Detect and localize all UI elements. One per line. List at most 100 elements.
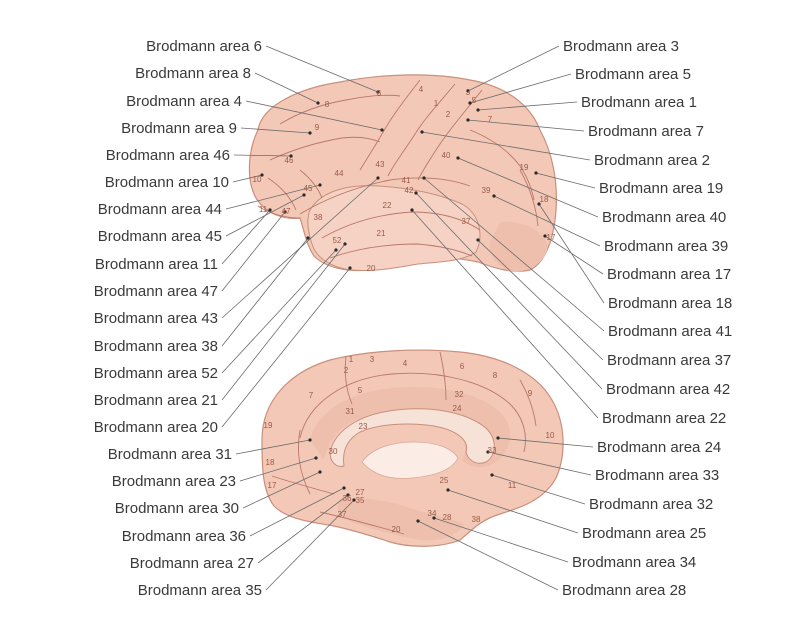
region-number: 18 [266,458,275,467]
inferior-frontal-sulcus [269,136,381,161]
leader-ba1 [477,101,578,111]
leader-ba22 [411,209,599,419]
dot-ba6 [376,90,380,94]
region-number: 36 [343,494,352,503]
region-number: 43 [376,160,385,169]
region-number: 47 [282,207,291,216]
dot-ba28 [416,519,420,523]
dot-ba9 [308,131,312,135]
leader-ba52 [221,249,337,374]
dot-ba22 [410,208,414,212]
collateral-sulcus [319,511,405,535]
label-ba23: Brodmann area 23 [112,473,236,490]
orbital-fold [257,205,301,219]
region-number: 4 [403,359,408,368]
temporal-lobe-shape [307,185,481,272]
leader-ba6 [265,45,379,93]
region-number: 44 [335,169,344,178]
leader-ba9 [240,127,311,134]
region-number: 10 [546,431,555,440]
leader-ba21 [221,243,346,401]
label-ba40: Brodmann area 40 [602,209,726,226]
region-number: 9 [528,389,533,398]
dot-ba37 [476,238,480,242]
leader-ba47 [221,211,286,292]
leader-ba32 [491,474,586,505]
dot-ba41 [422,176,426,180]
dot-ba11 [268,208,272,212]
label-ba25: Brodmann area 25 [582,525,706,542]
postcentral-sulcus [417,89,483,181]
dot-ba52 [334,248,338,252]
dot-ba30 [318,470,322,474]
leader-ba17 [544,235,604,275]
dot-ba45 [302,193,306,197]
region-number: 8 [493,371,498,380]
leader-ba38 [221,237,309,347]
leader-ba24 [497,437,594,448]
label-ba52: Brodmann area 52 [94,365,218,382]
region-number: 25 [440,476,449,485]
label-ba24: Brodmann area 24 [597,439,721,456]
region-number: 6 [377,89,382,98]
label-ba31: Brodmann area 31 [108,446,232,463]
region-number: 1 [434,99,439,108]
label-ba39: Brodmann area 39 [604,238,728,255]
dot-ba40 [456,156,460,160]
label-ba47: Brodmann area 47 [94,283,218,300]
intraparietal-sulcus [469,129,535,201]
leader-ba25 [447,489,579,534]
leader-ba5 [469,73,572,104]
dot-ba33 [486,450,490,454]
region-number: 33 [488,446,497,455]
dot-ba2 [420,130,424,134]
label-ba19: Brodmann area 19 [599,180,723,197]
label-ba2: Brodmann area 2 [594,152,710,169]
label-ba38: Brodmann area 38 [94,338,218,355]
region-number: 17 [268,481,277,490]
label-ba32: Brodmann area 32 [589,496,713,513]
leader-ba33 [487,451,592,476]
dot-ba10 [260,173,264,177]
label-ba10: Brodmann area 10 [105,174,229,191]
dot-ba42 [414,191,418,195]
dot-ba39 [492,194,496,198]
region-number: 7 [309,391,314,400]
leader-ba44 [225,184,321,210]
label-ba22: Brodmann area 22 [602,410,726,427]
lateral-fissure [299,177,471,215]
leader-ba36 [249,487,345,537]
region-number: 2 [446,110,451,119]
leader-ba2 [421,131,591,161]
leader-ba23 [239,457,317,482]
cerebellum-hint [489,221,548,272]
region-number: 3 [370,355,375,364]
dot-ba19 [534,171,538,175]
region-number: 3 [466,88,471,97]
label-ba41: Brodmann area 41 [608,323,732,340]
dot-ba18 [537,202,541,206]
label-ba35: Brodmann area 35 [138,582,262,599]
inferior-temporal-sulcus [329,243,473,259]
dot-ba7 [466,118,470,122]
region-number: 8 [325,100,330,109]
leader-ba31 [235,439,311,455]
region-number: 40 [442,151,451,160]
region-number: 45 [304,184,313,193]
leader-ba20 [221,267,351,428]
region-number: 20 [367,264,376,273]
leader-ba42 [415,192,603,390]
dot-ba31 [308,438,312,442]
region-number: 24 [453,404,462,413]
region-number: 9 [315,123,320,132]
leader-ba30 [242,471,321,509]
lateral-ventricle [361,441,459,479]
leader-ba40 [457,157,599,218]
leader-ba7 [467,119,585,132]
region-number: 37 [338,510,347,519]
dot-ba47 [283,210,287,214]
central-sulcus [387,83,456,177]
dot-ba5 [468,101,472,105]
